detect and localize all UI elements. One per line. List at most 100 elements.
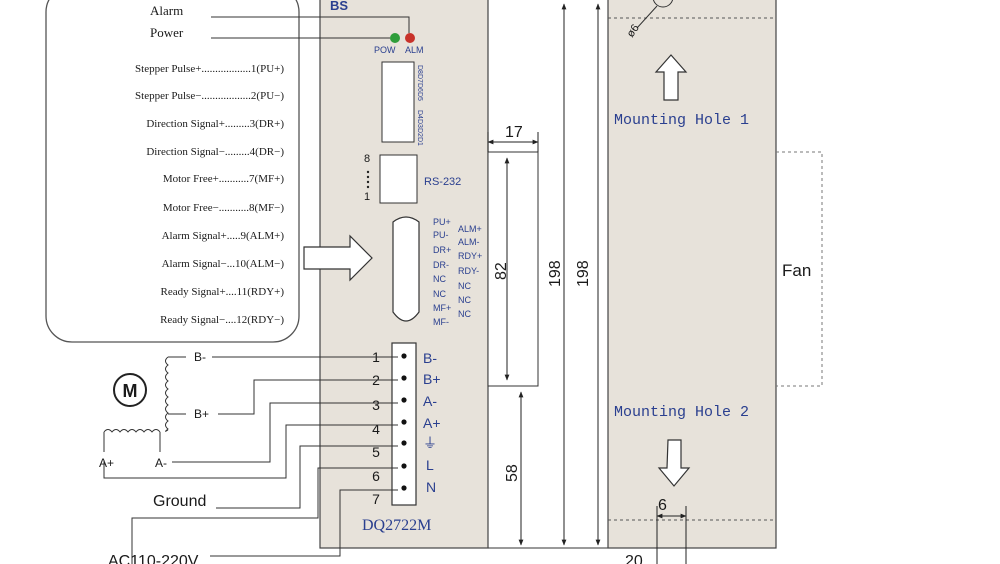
dimension-82: 82	[493, 157, 510, 381]
pin-label: PU+	[433, 217, 451, 227]
dimension-value: 17	[505, 124, 523, 141]
signal-item: Direction Signal+.........3(DR+)	[146, 118, 284, 130]
connector-outline	[487, 151, 539, 387]
pin-label: MF-	[433, 317, 449, 327]
rs232-pin-top: 8	[364, 153, 370, 165]
dimension-58: 58	[504, 391, 524, 546]
pin-label: PU-	[433, 230, 449, 240]
dip-switch-block[interactable]	[381, 61, 415, 143]
model-label: DQ2722M	[362, 517, 431, 534]
signal-item: Stepper Pulse+..................1(PU+)	[135, 63, 284, 75]
control-signal-list: Stepper Pulse+..................1(PU+) S…	[135, 63, 284, 326]
pin-label: NC	[433, 289, 446, 299]
terminal-label: A-	[423, 393, 437, 409]
pin-label: DR+	[433, 245, 451, 255]
connector-arrow-icon	[303, 234, 373, 282]
dip-label: D2	[416, 128, 423, 137]
terminal-number: 4	[372, 421, 380, 437]
pin-label: MF+	[433, 303, 451, 313]
pow-label: POW	[374, 45, 396, 55]
terminal-number: 7	[372, 491, 380, 507]
pin-label: RDY-	[458, 266, 479, 276]
rs232-pin-bottom: 1	[364, 191, 370, 203]
terminal-label: N	[426, 479, 436, 495]
terminal-number: 3	[372, 397, 380, 413]
mounting-hole-2-label: Mounting Hole 2	[614, 404, 749, 421]
connector-pins-right: ALM+ ALM- RDY+ RDY- NC NC NC	[458, 224, 482, 319]
signal-item: Motor Free+...........7(MF+)	[163, 173, 285, 185]
dip-label: D7	[416, 74, 423, 83]
coil-a-icon	[103, 429, 161, 433]
terminal-screws	[401, 353, 407, 491]
arrow-down-icon	[657, 439, 691, 487]
dimension-value: 20	[625, 553, 643, 564]
motor-icon	[113, 373, 147, 407]
pow-led-icon	[390, 33, 400, 43]
coil-a-right-label: A-	[155, 456, 167, 470]
dimension-value: 82	[493, 262, 510, 280]
terminal-number: 6	[372, 468, 380, 484]
pin-label: NC	[433, 274, 446, 284]
dip-label: D3	[416, 119, 423, 128]
pin-label: NC	[458, 309, 471, 319]
dimension-6: 6	[656, 497, 687, 564]
coil-b-bottom-label: B+	[194, 407, 209, 421]
rs232-pin-dots	[366, 170, 370, 189]
pin-label: NC	[458, 281, 471, 291]
wires	[103, 356, 398, 564]
hole-leader	[636, 5, 658, 29]
signal-item: Stepper Pulse−..................2(PU−)	[135, 90, 284, 102]
control-connector[interactable]	[392, 216, 420, 322]
terminal-label: B+	[423, 371, 441, 387]
pin-label: DR-	[433, 260, 449, 270]
signal-item: Motor Free−...........8(MF−)	[163, 202, 285, 214]
power-label: Power	[150, 25, 184, 40]
fan-outline	[776, 151, 823, 387]
mounting-hole-1-label: Mounting Hole 1	[614, 112, 749, 129]
coil-b-top-label: B-	[194, 350, 206, 364]
dimension-198-b: 198	[575, 3, 601, 546]
dip-switch-labels: D8 D7 D6 D5 D4 D3 D2 D1	[416, 65, 423, 146]
dip-label: D1	[416, 137, 423, 146]
arrow-up-icon	[654, 54, 688, 101]
pin-label: NC	[458, 295, 471, 305]
alarm-label: Alarm	[150, 3, 183, 18]
signal-item: Direction Signal−.........4(DR−)	[146, 146, 284, 158]
mounting-hole-icon	[652, 0, 674, 8]
dimension-17: 17	[487, 124, 539, 152]
coil-b-icon	[165, 356, 169, 432]
alm-label: ALM	[405, 45, 424, 55]
alarm-leader-line	[211, 16, 410, 33]
terminal-label: L	[426, 457, 434, 473]
motor-symbol: M	[123, 381, 138, 401]
terminal-number: 5	[372, 444, 380, 460]
fan-label: Fan	[782, 261, 811, 280]
signal-item: Ready Signal+....11(RDY+)	[160, 286, 284, 298]
dip-label: D8	[416, 65, 423, 74]
terminal-label: B-	[423, 350, 437, 366]
terminal-labels: B- B+ A- A+ ⏚ L N	[423, 350, 441, 495]
ground-label: Ground	[153, 493, 206, 510]
dimension-value: 198	[547, 260, 564, 287]
signal-item: Alarm Signal−...10(ALM−)	[162, 258, 285, 270]
connector-pins-left: PU+ PU- DR+ DR- NC NC MF+ MF-	[433, 217, 451, 327]
coil-a-left-label: A+	[99, 456, 114, 470]
dimension-20: 20	[625, 553, 643, 564]
dip-label: D4	[416, 110, 423, 119]
terminal-label: A+	[423, 415, 441, 431]
terminal-numbers: 1 2 3 4 5 6 7	[372, 349, 380, 507]
signal-item: Ready Signal−....12(RDY−)	[160, 314, 284, 326]
pin-label: ALM+	[458, 224, 482, 234]
dimension-value: 198	[575, 260, 592, 287]
dimension-198-a: 198	[547, 3, 567, 546]
dimension-value: 58	[504, 464, 521, 482]
pin-label: RDY+	[458, 251, 482, 261]
dip-label: D6	[416, 83, 423, 92]
alm-led-icon	[405, 33, 415, 43]
rs232-port[interactable]	[379, 154, 418, 204]
signal-item: Alarm Signal+.....9(ALM+)	[162, 230, 285, 242]
rs232-label: RS-232	[424, 176, 461, 188]
ground-symbol-icon: ⏚	[423, 435, 437, 451]
dimension-value: 6	[658, 497, 667, 514]
